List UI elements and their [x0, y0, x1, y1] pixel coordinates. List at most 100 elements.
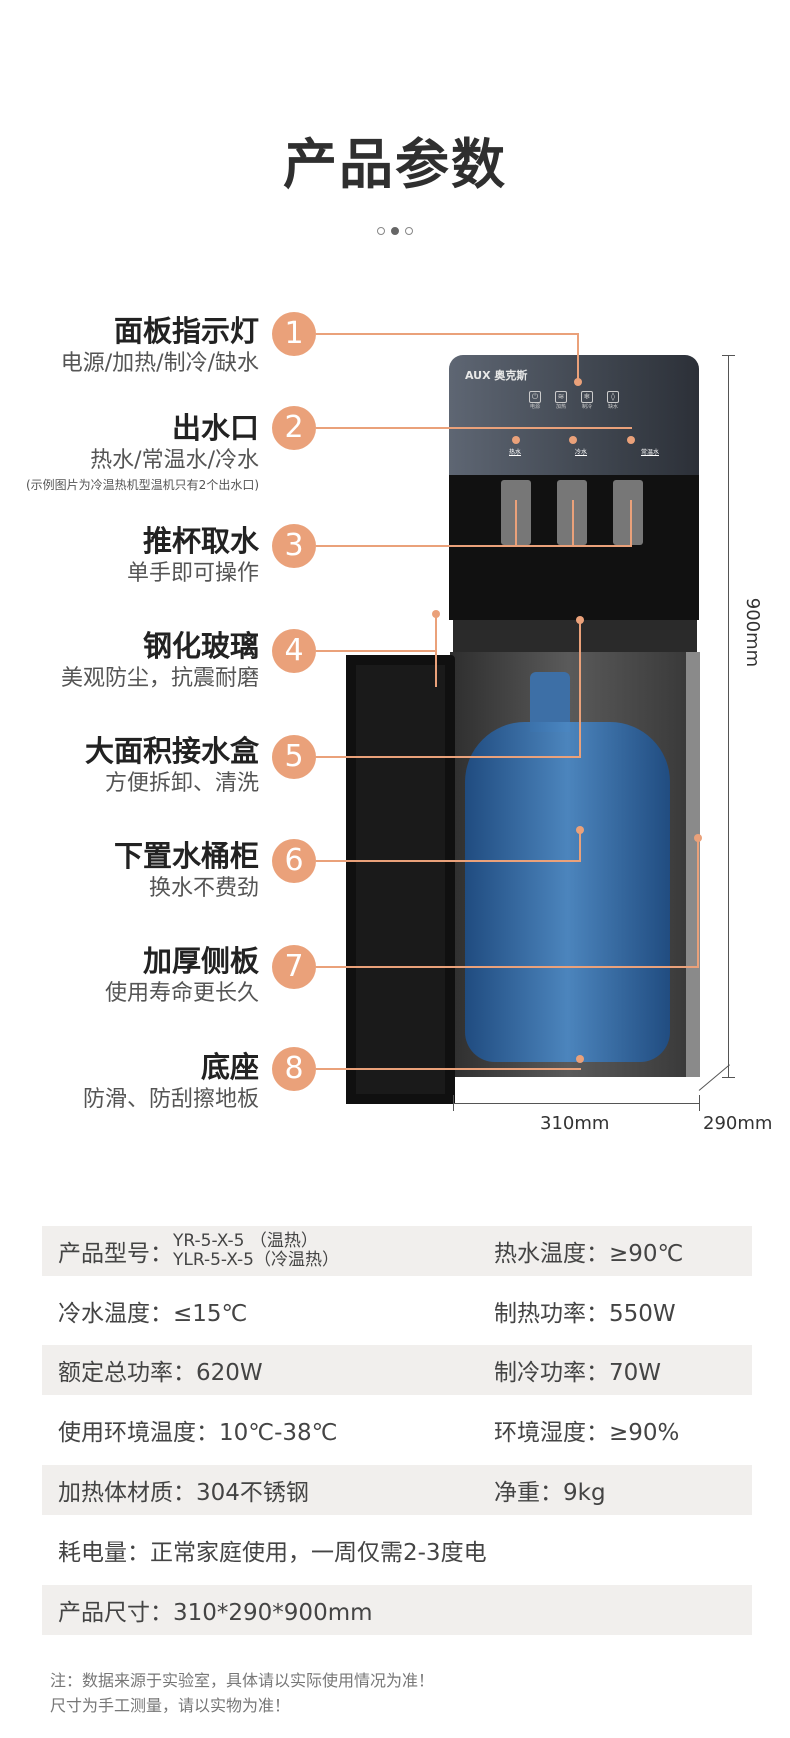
feature-sub: 美观防尘，抗震耐磨 [60, 666, 259, 691]
spec-row: 加热体材质：304不锈钢净重：9kg [42, 1465, 752, 1515]
feature-title: 钢化玻璃 [142, 629, 259, 663]
dot[interactable] [405, 227, 413, 235]
note-line: 尺寸为手工测量，请以实物为准！ [50, 1696, 291, 1715]
callout-point [694, 834, 702, 842]
callout-point [569, 436, 577, 444]
feature-8: 底座防滑、防刮擦地板 [83, 1049, 259, 1115]
leader-line [316, 650, 436, 652]
leader-line [316, 333, 578, 335]
spec-heat-power: 制热功率：550W [494, 1301, 676, 1327]
spec-row: 产品尺寸：310*290*900mm [42, 1585, 752, 1635]
callout-number: 4 [272, 629, 316, 673]
spec-weight: 净重：9kg [494, 1480, 606, 1506]
leader-line [316, 756, 581, 758]
outlet-label: 冷水 [574, 449, 587, 456]
feature-title: 推杯取水 [142, 524, 259, 558]
leader-line [316, 545, 632, 547]
button-label: 制冷 [581, 404, 592, 410]
spec-cool-power: 制冷功率：70W [494, 1360, 662, 1386]
snowflake-icon: ❄ [581, 391, 593, 403]
leader-line [577, 333, 579, 380]
feature-sub: 方便拆卸、清洗 [104, 771, 259, 796]
feature-4: 钢化玻璃美观防尘，抗震耐磨 [61, 628, 259, 694]
feature-7: 加厚侧板使用寿命更长久 [105, 943, 259, 1009]
model-value: YR-5-X-5 （温热） [173, 1231, 318, 1251]
callout-point [432, 610, 440, 618]
cool-button[interactable]: ❄制冷 [581, 391, 593, 410]
feature-sub: 防滑、防刮擦地板 [82, 1087, 259, 1112]
callout-number: 8 [272, 1047, 316, 1091]
leader-line [697, 837, 699, 968]
spec-consumption: 耗电量：正常家庭使用，一周仅需2-3度电 [58, 1540, 487, 1566]
callout-point [576, 616, 584, 624]
spec-total-power: 额定总功率：620W [58, 1360, 263, 1386]
drip-tray [453, 620, 697, 652]
model-value: YLR-5-X-5（冷温热） [173, 1250, 339, 1270]
spec-label: 产品型号： [58, 1241, 173, 1267]
dim-tick [722, 355, 735, 356]
spec-env-temp: 使用环境温度：10℃-38℃ [58, 1420, 338, 1446]
feature-title: 出水口 [171, 411, 259, 445]
callout-point [576, 1055, 584, 1063]
control-panel: AUX 奥克斯 ⏻电源 ≋加热 ❄制冷 ◊缺水 热水冷水常温水 [449, 355, 699, 475]
feature-3: 推杯取水单手即可操作 [127, 523, 259, 589]
water-bottle [465, 722, 670, 1062]
feature-note: (示例图片为冷温热机型温机只有2个出水口) [26, 478, 259, 492]
page-title: 产品参数 [283, 133, 507, 196]
dot-active[interactable] [391, 227, 399, 235]
glass-door[interactable] [346, 655, 455, 1104]
brand-logo: AUX 奥克斯 [465, 369, 528, 382]
feature-sub: 电源/加热/制冷/缺水 [60, 351, 259, 376]
callout-number: 1 [272, 312, 316, 356]
dim-tick [722, 1077, 735, 1078]
note-line: 注：数据来源于实验室，具体请以实际使用情况为准！ [50, 1671, 435, 1690]
spec-row: 额定总功率：620W 制冷功率：70W [42, 1345, 752, 1395]
width-label: 310mm [540, 1113, 610, 1134]
feature-title: 面板指示灯 [113, 314, 259, 348]
leader-line [316, 966, 698, 968]
depth-label: 290mm [703, 1113, 773, 1134]
callout-number: 5 [272, 735, 316, 779]
feature-title: 大面积接水盒 [84, 734, 259, 768]
push-lever[interactable] [613, 480, 643, 545]
feature-sub: 使用寿命更长久 [104, 981, 259, 1006]
water-drop-icon: ◊ [607, 391, 619, 403]
feature-sub: 单手即可操作 [126, 561, 259, 586]
leader-line [579, 830, 581, 862]
button-label: 电源 [529, 404, 540, 410]
leader-line [435, 612, 437, 687]
heat-button[interactable]: ≋加热 [555, 391, 567, 410]
spec-hot-temp: 热水温度：≥90℃ [494, 1241, 684, 1267]
power-button[interactable]: ⏻电源 [529, 391, 541, 410]
callout-number: 7 [272, 945, 316, 989]
spec-model: 产品型号：YR-5-X-5 （温热）YLR-5-X-5（冷温热） [58, 1232, 339, 1270]
spec-size: 产品尺寸：310*290*900mm [58, 1600, 373, 1626]
feature-sub: 换水不费劲 [148, 876, 259, 901]
height-label: 900mm [742, 597, 764, 668]
feature-title: 加厚侧板 [142, 944, 259, 978]
width-dimension-line [453, 1103, 699, 1104]
leader-line [579, 618, 581, 758]
callout-point [512, 436, 520, 444]
power-icon: ⏻ [529, 391, 541, 403]
callout-point [627, 436, 635, 444]
feature-2: 出水口热水/常温水/冷水 (示例图片为冷温热机型温机只有2个出水口) [26, 410, 259, 494]
leader-line [630, 500, 632, 547]
water-shortage-indicator: ◊缺水 [607, 391, 619, 410]
leader-line [316, 860, 581, 862]
feature-title: 下置水桶柜 [113, 839, 259, 873]
dot[interactable] [377, 227, 385, 235]
leader-line [572, 500, 574, 547]
spec-row: 耗电量：正常家庭使用，一周仅需2-3度电 [42, 1525, 752, 1575]
outlet-label: 热水 [509, 449, 522, 456]
dim-tick [453, 1095, 454, 1111]
button-label: 加热 [555, 404, 566, 410]
height-dimension-line [728, 355, 729, 1077]
callout-number: 6 [272, 839, 316, 883]
feature-sub: 热水/常温水/冷水 [90, 448, 259, 473]
feature-6: 下置水桶柜换水不费劲 [114, 838, 259, 904]
heat-icon: ≋ [555, 391, 567, 403]
callout-number: 3 [272, 524, 316, 568]
callout-point [574, 378, 582, 386]
